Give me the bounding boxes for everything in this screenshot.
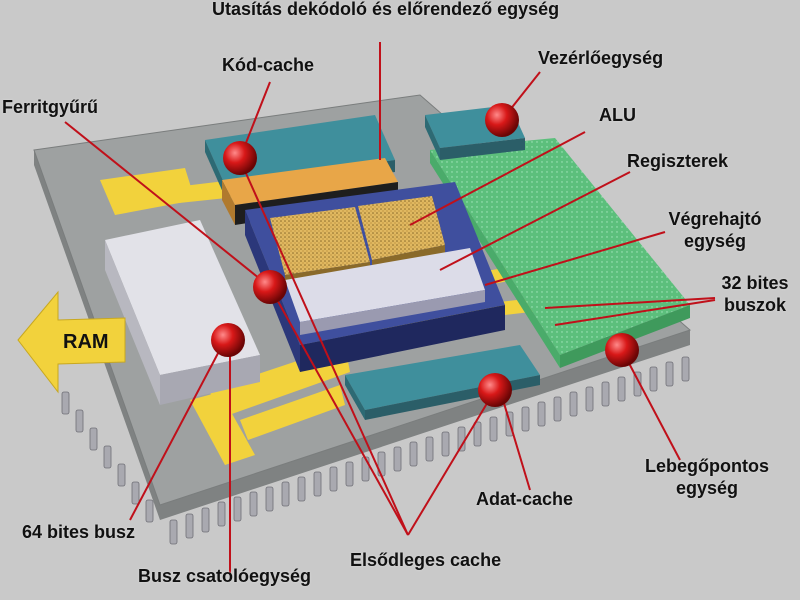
label-registers: Regiszterek: [627, 151, 729, 171]
marker-code-cache: [223, 141, 257, 175]
label-fpu-line2: egység: [675, 478, 739, 498]
label-ferrite-ring: Ferritgyűrű: [2, 97, 99, 117]
label-primary-cache: Elsődleges cache: [350, 550, 502, 570]
alu-block: [270, 196, 445, 285]
label-code-cache: Kód-cache: [222, 55, 315, 75]
chip-pins: [61, 356, 690, 545]
label-alu: ALU: [599, 105, 636, 125]
registers-block: [285, 248, 485, 335]
label-execution-unit-line2: egység: [683, 231, 747, 251]
marker-fpu: [605, 333, 639, 367]
label-fpu: Lebegőpontos egység: [633, 455, 781, 499]
label-bus-interface: Busz csatolóegység: [138, 566, 312, 586]
label-execution-unit-line1: Végrehajtó: [668, 209, 762, 229]
ram-label: RAM: [63, 331, 109, 353]
label-64bit-bus: 64 bites busz: [22, 522, 136, 542]
marker-control-unit: [485, 103, 519, 137]
marker-ferrite-ring: [253, 270, 287, 304]
label-32bit-buses-line2: buszok: [723, 295, 786, 315]
label-data-cache: Adat-cache: [476, 489, 574, 509]
pointer-lines: [64, 42, 716, 575]
label-fpu-line1: Lebegőpontos: [645, 456, 769, 476]
label-32bit-buses: 32 bites buszok: [712, 272, 798, 316]
label-execution-unit: Végrehajtó egység: [650, 208, 780, 252]
marker-data-cache: [478, 373, 512, 407]
marker-bus-interface: [211, 323, 245, 357]
ram-arrow: RAM: [17, 290, 126, 394]
marker-balls: [211, 103, 639, 407]
label-decoder: Utasítás dekódoló és előrendező egység: [212, 0, 560, 19]
label-control-unit: Vezérlőegység: [538, 48, 664, 68]
label-32bit-buses-line1: 32 bites: [721, 273, 789, 293]
chip-board-edge: [34, 150, 690, 520]
